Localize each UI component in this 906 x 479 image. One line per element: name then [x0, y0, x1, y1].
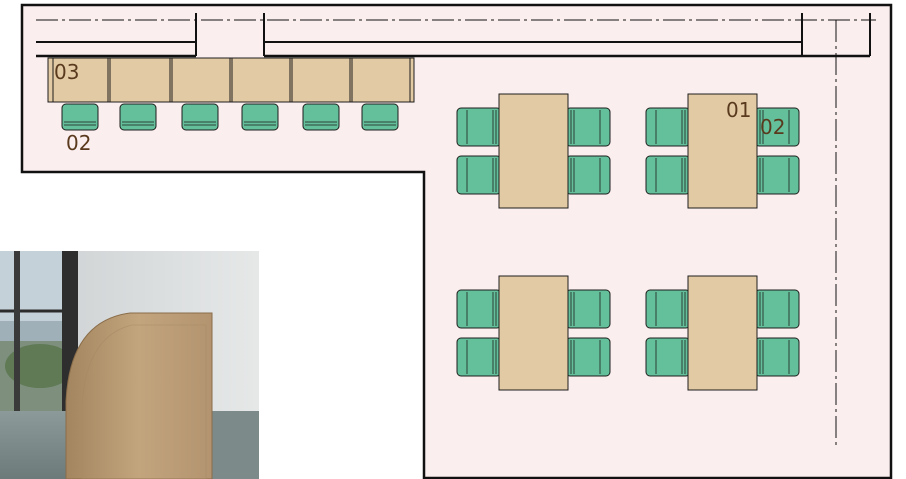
chair-icon — [565, 107, 611, 147]
chair-icon — [456, 337, 502, 377]
stool-icon — [181, 103, 219, 131]
table-group — [456, 275, 611, 391]
chair-icon — [754, 337, 800, 377]
chair-icon — [754, 155, 800, 195]
chair-callout-label: 02 — [760, 115, 785, 139]
stool-icon — [241, 103, 279, 131]
stool-icon — [361, 103, 399, 131]
stool-icon — [119, 103, 157, 131]
furniture-photo — [0, 251, 259, 479]
chair-icon — [754, 289, 800, 329]
chair-icon — [565, 155, 611, 195]
chair-icon — [565, 289, 611, 329]
table-icon — [687, 93, 758, 209]
chair-icon — [645, 155, 691, 195]
table-callout-label: 01 — [726, 98, 751, 122]
chair-icon — [645, 107, 691, 147]
chair-icon — [645, 289, 691, 329]
chair-icon — [456, 155, 502, 195]
top-wall-lines — [36, 13, 876, 58]
table-icon — [687, 275, 758, 391]
chair-icon — [645, 337, 691, 377]
stool-icon — [61, 103, 99, 131]
table-group — [645, 275, 800, 391]
rail-stool-label: 02 — [66, 131, 91, 155]
table-icon — [498, 93, 569, 209]
chair-icon — [456, 289, 502, 329]
table-group — [456, 93, 611, 209]
table-group — [645, 93, 800, 209]
table-icon — [498, 275, 569, 391]
chair-icon — [565, 337, 611, 377]
rail-counter-label: 03 — [54, 60, 79, 84]
counter-rail — [47, 57, 415, 103]
stool-icon — [302, 103, 340, 131]
chair-icon — [456, 107, 502, 147]
